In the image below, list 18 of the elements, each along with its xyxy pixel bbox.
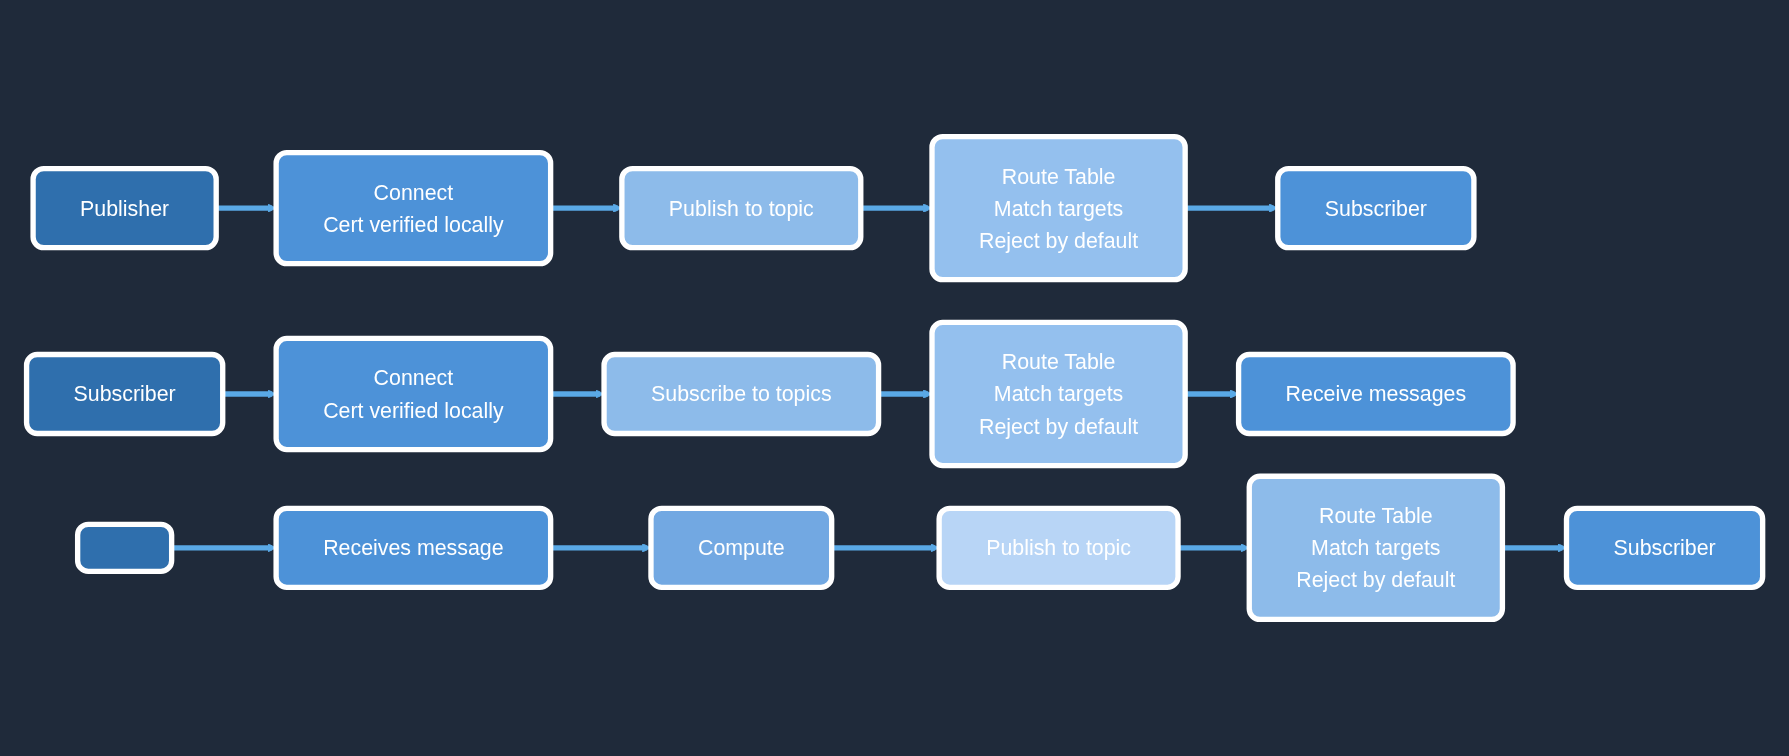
node-box: Publish to topic [619, 165, 864, 251]
node-box: Publisher [30, 165, 219, 251]
arrow [1185, 389, 1239, 399]
node-box: Subscriber [1563, 505, 1766, 591]
node-box: Route Table Match targets Reject by default [929, 319, 1188, 469]
node-box: Publish to topic [936, 505, 1181, 591]
node-box: Compute [648, 505, 835, 591]
node-box: Route Table Match targets Reject by default [929, 133, 1188, 283]
node-box: Connect Cert verified locally [273, 335, 554, 453]
node-box [74, 521, 175, 574]
node-box: Route Table Match targets Reject by default [1246, 473, 1505, 623]
node-box: Receives message [273, 505, 554, 591]
node-box: Subscriber [1275, 165, 1477, 251]
node-box: Subscriber [23, 351, 226, 437]
node-box: Subscribe to topics [601, 351, 882, 437]
arrow [1502, 543, 1567, 553]
node-box: Receive messages [1235, 351, 1516, 437]
node-box: Connect Cert verified locally [273, 149, 554, 267]
